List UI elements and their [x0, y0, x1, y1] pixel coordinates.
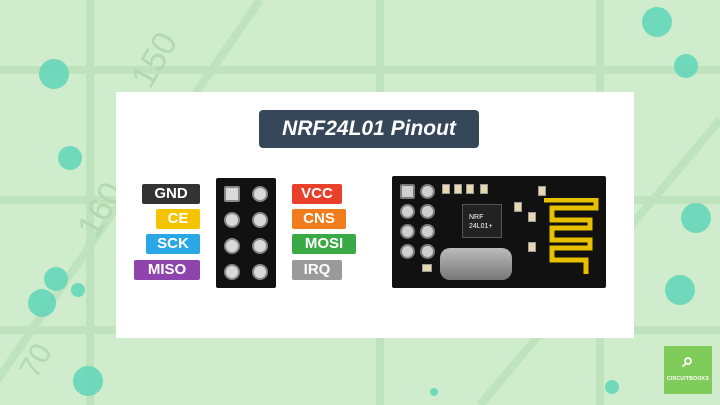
module-pin-4 [420, 204, 435, 219]
header-pin-8 [252, 264, 268, 280]
header-pin-5 [224, 238, 240, 254]
pin-label-cns: CNS [292, 209, 346, 229]
module-pin-2 [420, 184, 435, 199]
module-pin-5 [400, 224, 415, 239]
page-title: NRF24L01 Pinout [259, 110, 479, 148]
pin-header [216, 178, 276, 288]
crystal-oscillator [440, 248, 512, 280]
pcb-antenna-trace [544, 198, 599, 274]
smd-component [454, 184, 462, 194]
pin-label-gnd: GND [142, 184, 200, 204]
background-number-1: 150 [124, 26, 185, 94]
header-pin-7 [224, 264, 240, 280]
circuitbooks-logo: ⌕ CIRCUITBOOKS [664, 346, 712, 394]
header-pin-2 [252, 186, 268, 202]
logo-text: CIRCUITBOOKS [666, 376, 710, 382]
pinout-card: NRF24L01 Pinout GND CE SCK MISO VCC CNS … [116, 92, 634, 338]
header-pin-3 [224, 212, 240, 228]
nrf-chip: NRF 24L01+ [462, 204, 502, 238]
pin-label-ce: CE [156, 209, 200, 229]
module-pin-7 [400, 244, 415, 259]
pin-label-mosi: MOSI [292, 234, 356, 254]
header-pin-1 [224, 186, 240, 202]
pin-label-sck: SCK [146, 234, 200, 254]
smd-component [422, 264, 432, 272]
chip-text-line-2: 24L01+ [469, 223, 493, 230]
smd-component [514, 202, 522, 212]
chip-text-line-1: NRF [469, 214, 484, 221]
smd-component [538, 186, 546, 196]
header-pin-6 [252, 238, 268, 254]
module-pin-6 [420, 224, 435, 239]
pin-label-vcc: VCC [292, 184, 342, 204]
circuitbooks-logo-icon: ⌕ [682, 350, 694, 372]
pin-label-irq: IRQ [292, 260, 342, 280]
pin-label-miso: MISO [134, 260, 200, 280]
smd-component [442, 184, 450, 194]
module-pin-8 [420, 244, 435, 259]
nrf24l01-module: NRF 24L01+ [392, 176, 606, 288]
header-pin-4 [252, 212, 268, 228]
module-pin-1 [400, 184, 415, 199]
smd-component [528, 212, 536, 222]
module-pin-3 [400, 204, 415, 219]
smd-component [480, 184, 488, 194]
smd-component [466, 184, 474, 194]
smd-component [528, 242, 536, 252]
